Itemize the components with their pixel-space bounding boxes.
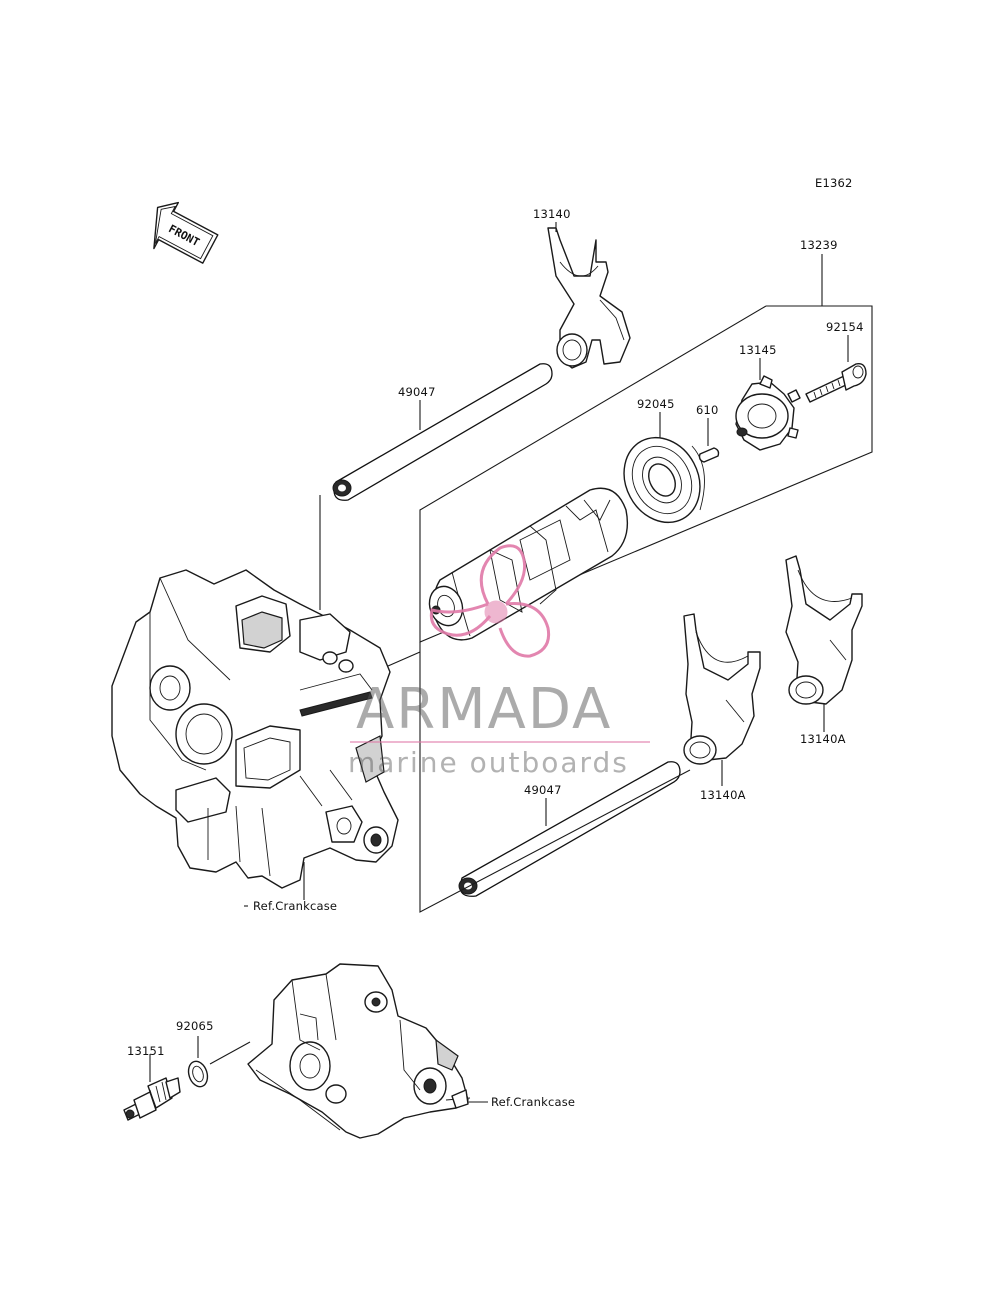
watermark-tagline: marine outboards <box>348 746 629 779</box>
bearing-92045 <box>623 436 705 524</box>
shift-fork-13140A-left <box>683 613 761 765</box>
ref-crankcase-upper: Ref.Crankcase <box>253 899 337 913</box>
ref-crankcase-lower: Ref.Crankcase <box>491 1095 575 1109</box>
bolt-92154 <box>805 363 867 403</box>
shift-fork-13140A-right <box>785 555 863 705</box>
crankcase-upper <box>111 569 399 889</box>
shift-rod-49047-top <box>332 363 553 501</box>
pin-610 <box>698 447 720 463</box>
shift-fork-13140 <box>547 227 631 369</box>
armada-watermark: ARMADA marine outboards <box>348 544 650 779</box>
washer-92065 <box>187 1060 209 1088</box>
shift-drum-cam-13145 <box>735 375 801 451</box>
assembly-bracket-13239 <box>419 254 873 643</box>
crankcase-lower <box>247 963 471 1139</box>
propeller-logo-icon <box>429 544 551 658</box>
callout-13151: 13151 <box>127 1044 165 1058</box>
watermark-brand: ARMADA <box>356 677 612 742</box>
callout-13145: 13145 <box>739 343 777 357</box>
callout-13140: 13140 <box>533 207 571 221</box>
callout-49047-top: 49047 <box>398 385 436 399</box>
shift-drum <box>428 487 629 641</box>
callout-13140A-left: 13140A <box>700 788 746 802</box>
diagram-code: E1362 <box>815 176 853 190</box>
shift-rod-49047-bottom <box>458 761 681 897</box>
callout-92154: 92154 <box>826 320 864 334</box>
callout-610: 610 <box>696 403 719 417</box>
callout-92065: 92065 <box>176 1019 214 1033</box>
front-arrow-icon: FRONT <box>153 201 219 264</box>
callout-13239: 13239 <box>800 238 838 252</box>
callout-13140A-right: 13140A <box>800 732 846 746</box>
neutral-switch-13151 <box>123 1077 181 1121</box>
callout-49047-bottom: 49047 <box>524 783 562 797</box>
callout-92045: 92045 <box>637 397 675 411</box>
